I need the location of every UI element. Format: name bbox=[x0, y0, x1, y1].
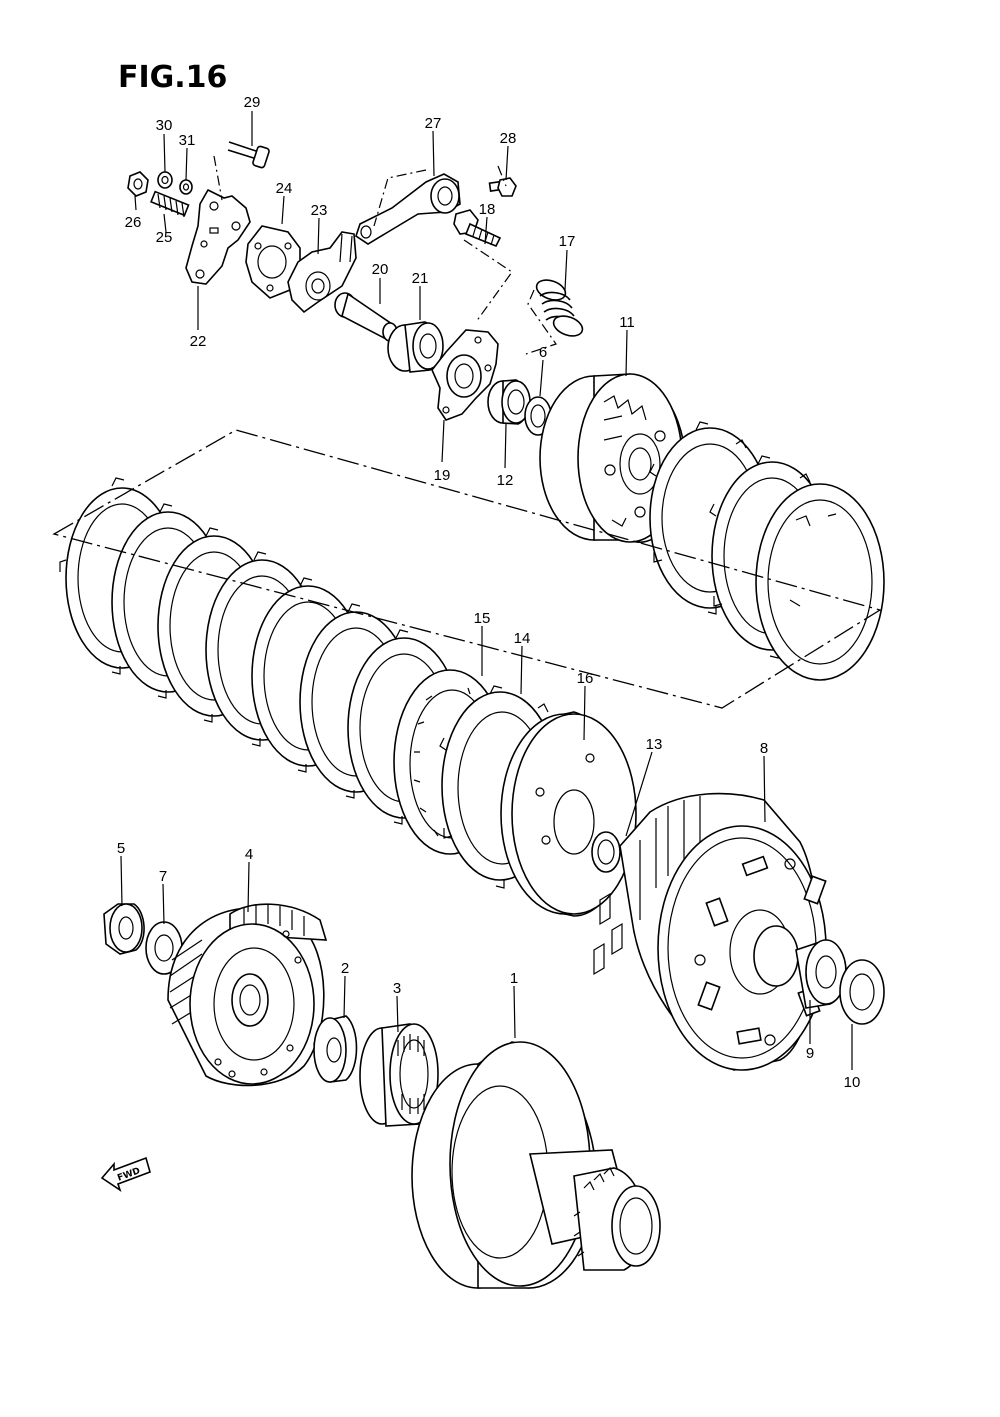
callout-20: 20 bbox=[372, 261, 389, 278]
part-20-pin bbox=[334, 292, 398, 342]
part-23-release-cam bbox=[287, 231, 357, 314]
part-24-gasket bbox=[245, 225, 301, 299]
callout-21: 21 bbox=[412, 270, 429, 287]
part-5-nut bbox=[103, 903, 145, 955]
callout-26: 26 bbox=[125, 214, 142, 231]
callout-labels: 29 30 31 27 28 24 23 18 26 25 17 20 21 2… bbox=[117, 94, 861, 1091]
callout-23: 23 bbox=[311, 202, 328, 219]
callout-16: 16 bbox=[577, 670, 594, 687]
part-7-washer bbox=[145, 921, 183, 975]
part-18-bolt bbox=[453, 209, 502, 248]
callout-13: 13 bbox=[646, 736, 663, 753]
part-16-pressure-plate bbox=[500, 711, 637, 917]
part-25-adjusting-screw bbox=[150, 190, 190, 218]
callout-1: 1 bbox=[510, 970, 518, 987]
part-1-primary-driven-gear bbox=[411, 1041, 661, 1289]
callout-22: 22 bbox=[190, 333, 207, 350]
part-30-nut bbox=[157, 171, 173, 189]
part-12-bearing bbox=[487, 379, 531, 425]
part-11-clutch-sleeve-hub bbox=[539, 373, 687, 543]
assembly-guides-upper bbox=[213, 155, 557, 355]
callout-24: 24 bbox=[276, 180, 293, 197]
assembly-boundary-lower bbox=[52, 429, 882, 709]
callout-17: 17 bbox=[559, 233, 576, 250]
callout-4: 4 bbox=[245, 846, 253, 863]
part-27-release-arm bbox=[355, 173, 461, 245]
part-2-spacer bbox=[313, 1015, 358, 1083]
callout-8: 8 bbox=[760, 740, 768, 757]
part-19-release-plate bbox=[431, 329, 499, 421]
callout-11: 11 bbox=[619, 314, 635, 331]
part-17-clutch-spring bbox=[535, 279, 584, 337]
callout-18: 18 bbox=[479, 201, 496, 218]
part-10-thrust-washer bbox=[839, 959, 885, 1025]
callout-28: 28 bbox=[500, 130, 517, 147]
part-29-screw bbox=[227, 141, 270, 169]
callout-2: 2 bbox=[341, 960, 349, 977]
part-9-spacer bbox=[795, 939, 847, 1009]
callout-7: 7 bbox=[159, 868, 167, 885]
part-26-nut bbox=[127, 171, 149, 197]
part-8-clutch-housing bbox=[593, 792, 827, 1071]
part-22-release-cam-plate bbox=[185, 188, 251, 285]
plate-stack-upper bbox=[649, 421, 885, 681]
callout-12: 12 bbox=[497, 472, 514, 489]
callout-6: 6 bbox=[539, 344, 547, 361]
callout-10: 10 bbox=[844, 1074, 861, 1091]
part-4-centrifugal-clutch bbox=[167, 903, 328, 1087]
forward-arrow-icon: FWD bbox=[100, 1156, 151, 1192]
callout-15: 15 bbox=[474, 610, 491, 627]
callout-27: 27 bbox=[425, 115, 442, 132]
callout-31: 31 bbox=[179, 132, 196, 149]
callout-5: 5 bbox=[117, 840, 125, 857]
callout-30: 30 bbox=[156, 117, 173, 134]
part-28-bolt bbox=[488, 177, 517, 197]
callout-3: 3 bbox=[393, 980, 401, 997]
callout-19: 19 bbox=[434, 467, 451, 484]
figure-title: FIG.16 bbox=[118, 60, 227, 95]
leader-lines bbox=[120, 111, 853, 1070]
callout-29: 29 bbox=[244, 94, 261, 111]
callout-14: 14 bbox=[514, 630, 531, 647]
callout-25: 25 bbox=[156, 229, 173, 246]
part-31-washer bbox=[179, 179, 193, 195]
part-21-bearing bbox=[387, 321, 444, 373]
plate-stack-lower bbox=[59, 477, 461, 825]
part-3-needle-bearing bbox=[359, 1023, 439, 1127]
part-13-washer bbox=[591, 831, 621, 873]
callout-9: 9 bbox=[806, 1045, 814, 1062]
